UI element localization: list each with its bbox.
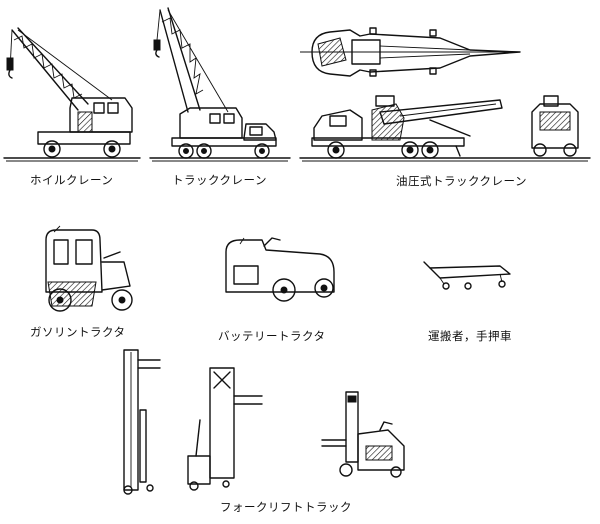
caption-hydraulic-truck-crane: 油圧式トラッククレーン xyxy=(396,174,527,188)
gasoline-tractor-drawing xyxy=(45,225,133,312)
forklift-walkie-drawing xyxy=(187,367,263,491)
forklift-tall-mast-drawing xyxy=(123,349,161,495)
forklift-compact-drawing xyxy=(321,391,405,478)
caption-battery-tractor: バッテリートラクタ xyxy=(218,329,326,343)
hydraulic-truck-crane-rear-view xyxy=(531,95,579,157)
truck-crane-drawing xyxy=(149,7,291,162)
caption-gasoline-tractor: ガソリントラクタ xyxy=(30,325,126,339)
hand-cart-drawing xyxy=(423,261,511,290)
hydraulic-truck-crane-side-view xyxy=(299,95,591,162)
hydraulic-truck-crane-top-view xyxy=(300,27,521,77)
caption-truck-crane: トラッククレーン xyxy=(172,173,267,187)
wheel-crane-drawing xyxy=(3,27,141,162)
caption-wheel-crane: ホイルクレーン xyxy=(30,173,114,187)
caption-hand-cart: 運搬者，手押車 xyxy=(428,329,512,343)
battery-tractor-drawing xyxy=(225,237,335,302)
caption-forklift-truck: フォークリフトトラック xyxy=(220,500,352,514)
